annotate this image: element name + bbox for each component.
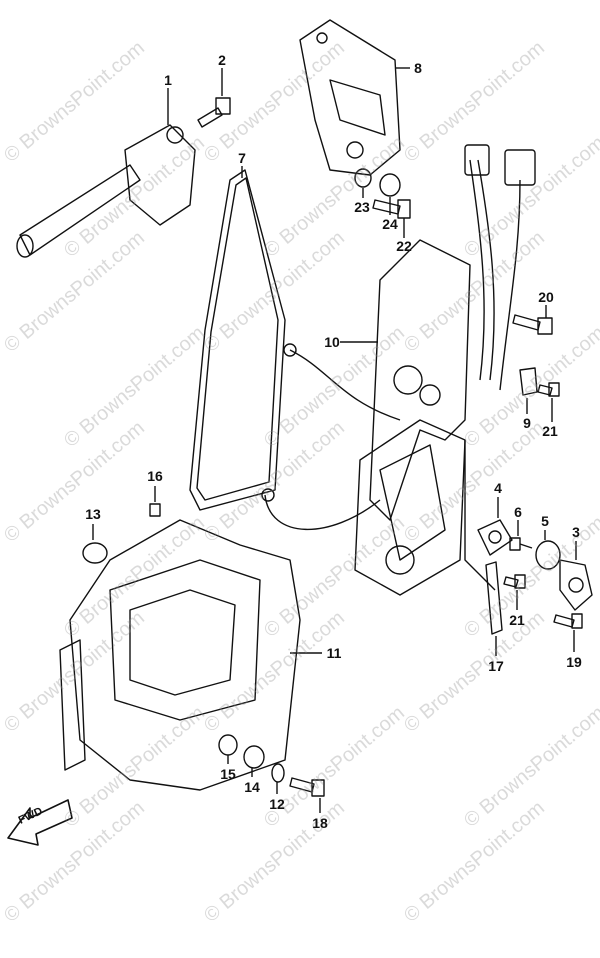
mounting-plate-part-10 xyxy=(340,239,471,521)
callout-7: 7 xyxy=(238,150,246,166)
callout-13: 13 xyxy=(85,506,101,522)
forward-arrow-icon xyxy=(7,799,73,846)
callout-16: 16 xyxy=(147,468,163,484)
callout-5: 5 xyxy=(541,513,549,529)
spacer-part-5 xyxy=(535,530,561,570)
bracket-part-8 xyxy=(299,19,410,176)
callout-17: 17 xyxy=(488,658,504,674)
bolt-part-21-lower xyxy=(503,574,526,610)
callout-20: 20 xyxy=(538,289,554,305)
callout-14: 14 xyxy=(244,779,260,795)
bolt-part-6 xyxy=(509,520,533,551)
callout-1: 1 xyxy=(164,72,172,88)
gasket-part-4 xyxy=(477,497,513,556)
callout-10: 10 xyxy=(324,334,340,350)
callout-6: 6 xyxy=(514,504,522,520)
bolt-part-22 xyxy=(372,199,411,238)
callout-22: 22 xyxy=(396,238,412,254)
callout-18: 18 xyxy=(312,815,328,831)
callout-2: 2 xyxy=(218,52,226,68)
callout-19: 19 xyxy=(566,654,582,670)
washer-part-12 xyxy=(271,763,285,794)
callout-23: 23 xyxy=(354,199,370,215)
grommet-part-13 xyxy=(82,524,108,564)
callout-12: 12 xyxy=(269,796,285,812)
callout-11: 11 xyxy=(326,645,342,661)
housing-part-11 xyxy=(59,519,322,791)
clip-part-16 xyxy=(149,486,161,517)
callout-24: 24 xyxy=(382,216,398,232)
callout-8: 8 xyxy=(414,60,422,76)
callout-4: 4 xyxy=(494,480,502,496)
bolt-part-21-upper xyxy=(537,382,560,422)
callout-21-lower: 21 xyxy=(509,612,525,628)
bolt-part-19 xyxy=(553,613,583,652)
clip-part-9 xyxy=(519,367,538,414)
bolt-part-20 xyxy=(512,305,553,335)
strap-part-17 xyxy=(485,561,503,656)
callout-21-upper: 21 xyxy=(542,423,558,439)
coupler-part-3 xyxy=(559,541,593,611)
bolt-part-2 xyxy=(197,68,231,128)
callout-15: 15 xyxy=(220,766,236,782)
ignition-coil-part-1 xyxy=(16,88,196,258)
collar-part-14 xyxy=(243,745,265,777)
callout-3: 3 xyxy=(572,524,580,540)
bolt-part-18 xyxy=(289,777,325,813)
wire-harness xyxy=(261,144,536,531)
callout-9: 9 xyxy=(523,415,531,431)
rectifier-regulator-module xyxy=(354,419,496,596)
gasket-part-7 xyxy=(189,166,286,511)
grommet-part-15 xyxy=(218,734,238,764)
